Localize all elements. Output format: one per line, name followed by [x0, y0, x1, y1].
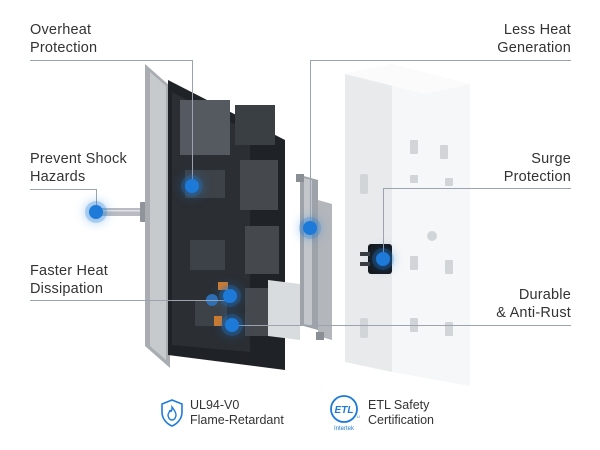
less-heat-dot: [303, 221, 317, 235]
overheat-dot: [185, 179, 199, 193]
screw: [96, 202, 148, 222]
overheat-leader-h: [30, 60, 192, 61]
shock-dot: [89, 205, 103, 219]
shock-leader-v: [96, 189, 97, 212]
less-heat-label: Less Heat Generation: [497, 22, 571, 56]
ul94-line2: Flame-Retardant: [190, 413, 284, 427]
durable-label: Durable & Anti-Rust: [496, 287, 571, 321]
less-heat-leader-v: [310, 60, 311, 228]
ul94-badge: UL94-V0 Flame-Retardant: [160, 396, 310, 430]
ul94-line1: UL94-V0: [190, 398, 240, 412]
circuit-board: [168, 80, 300, 370]
less-heat-leader-h: [310, 60, 571, 61]
etl-line1: ETL Safety: [368, 398, 430, 412]
etl-line2: Certification: [368, 413, 434, 427]
surge-leader-v: [383, 188, 384, 259]
etl-badge: ETL US Intertek ETL Safety Certification: [328, 394, 458, 434]
etl-brand: Intertek: [334, 426, 355, 432]
durable-dot: [225, 318, 239, 332]
surge-dot: [376, 252, 390, 266]
faster-heat-label: Faster Heat Dissipation: [30, 263, 108, 297]
overheat-protection-label: Overheat Protection: [30, 22, 98, 56]
dissipation-dot: [223, 289, 237, 303]
overheat-leader-v: [192, 60, 193, 186]
prevent-shock-label: Prevent Shock Hazards: [30, 151, 127, 185]
etl-intertek-icon: ETL US Intertek: [330, 395, 360, 432]
surge-leader-h: [383, 188, 571, 189]
shield-flame-icon: [161, 399, 183, 427]
shock-leader-h: [30, 189, 96, 190]
front-plate: [345, 64, 470, 386]
etl-mark: ETL: [335, 405, 354, 416]
etl-suffix: US: [357, 414, 360, 419]
brackets: [296, 174, 332, 340]
surge-protection-label: Surge Protection: [503, 151, 571, 185]
dissipation-leader-h: [30, 300, 230, 301]
metal-frame: [145, 64, 170, 368]
durable-leader-h: [232, 325, 571, 326]
